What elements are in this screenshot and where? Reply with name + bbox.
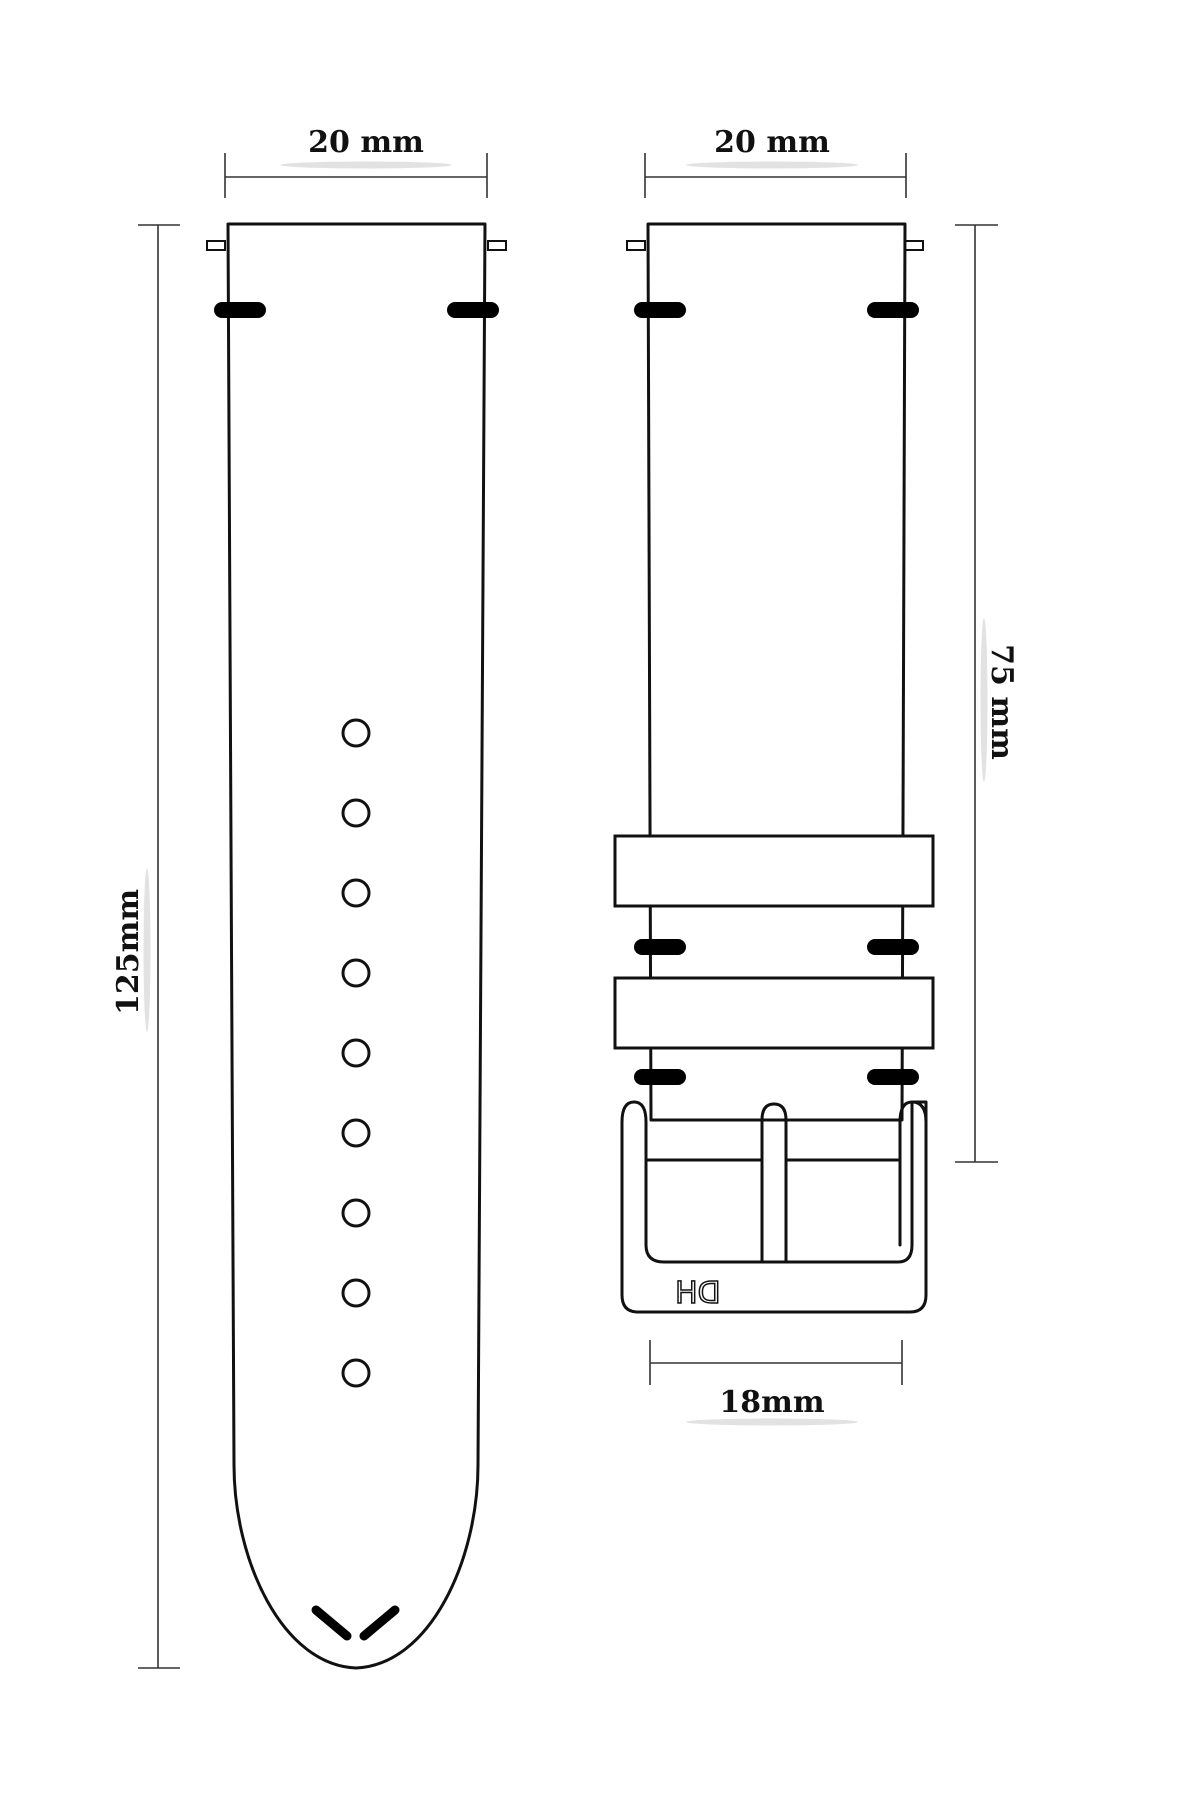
short-strap-outline [646,222,907,1122]
dimension-short-strap-width: 20 mm [644,125,907,198]
dimension-short-strap-length: 75 mm [955,224,1019,1163]
buckle-prong [760,1102,788,1264]
buckle: DH [620,1100,928,1314]
buckle-width-label: 18mm [719,1385,824,1420]
long-strap-length-label: 125mm [111,889,146,1015]
long-strap-width-label: 20 mm [308,125,424,160]
buckle-logo: DH [675,1276,721,1311]
dimension-long-strap-width: 20 mm [224,125,488,198]
strap-hole-1 [341,718,371,748]
buckle-right-arm [898,1100,928,1247]
long-strap [206,222,507,1670]
strap-hole-5 [341,1038,371,1068]
short-strap-length-label: 75 mm [984,644,1019,760]
buckle-inner-window [644,1158,902,1264]
dimension-buckle-width: 18mm [649,1340,903,1426]
strap-hole-6 [341,1118,371,1148]
short-strap-spring-pin-right [904,240,924,251]
keeper-loop-upper [613,834,935,908]
short-strap-width-label: 20 mm [714,125,830,160]
strap-hole-9 [341,1358,371,1388]
short-strap: DH [613,222,935,1314]
short-strap-spring-pin-left [626,240,646,251]
keeper-loop-lower [613,976,935,1050]
long-strap-spring-pin-left [206,240,226,251]
strap-hole-4 [341,958,371,988]
long-strap-spring-pin-right [487,240,507,251]
tip-chevron-right [359,1605,400,1641]
strap-hole-7 [341,1198,371,1228]
strap-holes [341,718,371,1388]
long-strap-outline [226,222,487,1670]
strap-hole-3 [341,878,371,908]
dimension-long-strap-length: 125mm [111,224,180,1669]
tip-chevron-left [311,1605,352,1641]
strap-hole-8 [341,1278,371,1308]
strap-hole-2 [341,798,371,828]
buckle-frame [620,1100,928,1314]
